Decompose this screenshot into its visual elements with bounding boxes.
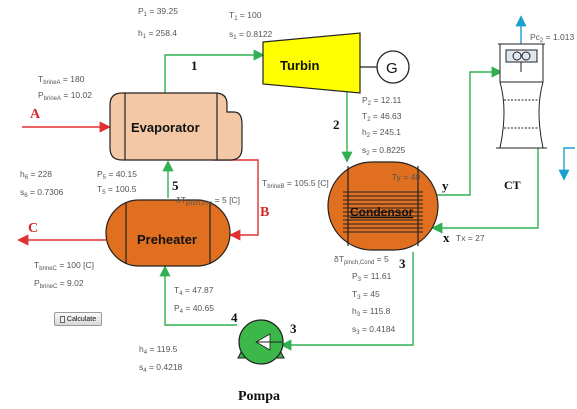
- working-fluid-lines: [159, 49, 539, 351]
- pinch-cond-label: δTpinch,Cond = 5: [334, 254, 389, 266]
- t3-label: T3 = 45: [352, 289, 380, 301]
- ty-label: Ty = 40: [392, 172, 420, 182]
- condenser[interactable]: Condensor: [327, 161, 439, 251]
- point-C: C: [28, 221, 38, 236]
- point-5: 5: [172, 178, 179, 193]
- generator[interactable]: [376, 50, 410, 84]
- point-3-pump: 3: [290, 321, 297, 336]
- generator-label: G: [386, 60, 398, 77]
- calculate-button[interactable]: Calculate: [54, 312, 102, 326]
- p3-label: P3 = 11.61: [352, 271, 392, 283]
- point-x: x: [443, 230, 450, 245]
- tbrineB-label: TbrineB = 105.5 [C]: [262, 178, 329, 190]
- t1-label: T1 = 100: [229, 10, 262, 22]
- p2-label: P2 = 12.11: [362, 95, 402, 107]
- ct-makeup-line: [558, 147, 575, 181]
- evaporator[interactable]: Evaporator: [109, 92, 243, 161]
- h2-label: h2 = 245.1: [362, 127, 401, 139]
- h4-label: h4 = 119.5: [139, 344, 178, 356]
- t5-label: T5 = 100.5: [97, 184, 137, 196]
- point-4: 4: [231, 310, 238, 325]
- p5-label: P5 = 40.15: [97, 169, 137, 181]
- point-A: A: [30, 107, 41, 122]
- preheater-label: Preheater: [137, 232, 197, 247]
- t2-label: T2 = 46.63: [362, 111, 402, 123]
- line-pump-to-preheater: [159, 265, 237, 326]
- h6-label: h6 = 228: [20, 169, 52, 181]
- s3-label: s3 = 0.4184: [352, 324, 396, 336]
- cooling-lines: [515, 15, 575, 181]
- pump-label: Pompa: [238, 389, 280, 404]
- calculator-icon: [59, 315, 65, 323]
- tbrineA-label: TbrineA = 180: [38, 74, 85, 86]
- pbrineA-label: PbrineA = 10.02: [38, 90, 92, 102]
- brine-lines: [17, 121, 259, 246]
- line-condenser-to-ct: [436, 66, 503, 196]
- calculate-button-label: Calculate: [66, 315, 97, 323]
- condenser-label: Condensor: [350, 205, 414, 219]
- h1-label: h1 = 258.4: [138, 28, 177, 40]
- p1-label: P1 = 39.25: [138, 6, 178, 18]
- pump[interactable]: [237, 319, 285, 365]
- cooling-tower-label: CT: [504, 178, 521, 192]
- tbrineC-label: TbrineC = 100 [C]: [34, 260, 94, 272]
- h3-label: h3 = 115.8: [352, 306, 391, 318]
- s2-label: s2 = 0.8225: [362, 145, 406, 157]
- s1-label: s1 = 0.8122: [229, 29, 273, 41]
- point-1: 1: [191, 58, 198, 73]
- s4-label: s4 = 0.4218: [139, 362, 183, 374]
- point-2: 2: [333, 117, 340, 132]
- pinch-eva-label: δTpinch,Eva = 5 [C]: [176, 195, 240, 207]
- point-y: y: [442, 178, 449, 193]
- point-3-condenser: 3: [399, 256, 406, 271]
- s6-label: s6 = 0.7306: [20, 187, 64, 199]
- turbine-body[interactable]: [262, 32, 361, 94]
- point-B: B: [260, 205, 269, 220]
- line-evaporator-to-turbine: [164, 49, 265, 94]
- pbrineC-label: PbrineC = 9.02: [34, 278, 84, 290]
- preheater[interactable]: Preheater: [105, 199, 231, 267]
- evaporator-label: Evaporator: [131, 120, 200, 135]
- line-condenser-to-pump: [280, 252, 414, 351]
- pc2-label: Pc2 = 1.013: [530, 32, 574, 44]
- p4-label: P4 = 40.65: [174, 303, 214, 315]
- turbine-label: Turbin: [280, 58, 320, 73]
- tx-label: Tx = 27: [456, 233, 485, 243]
- line-ct-to-condenser: [431, 145, 539, 234]
- cooling-tower[interactable]: [496, 43, 547, 149]
- brine-evap-to-preheater: [213, 159, 259, 241]
- t4-label: T4 = 47.87: [174, 285, 214, 297]
